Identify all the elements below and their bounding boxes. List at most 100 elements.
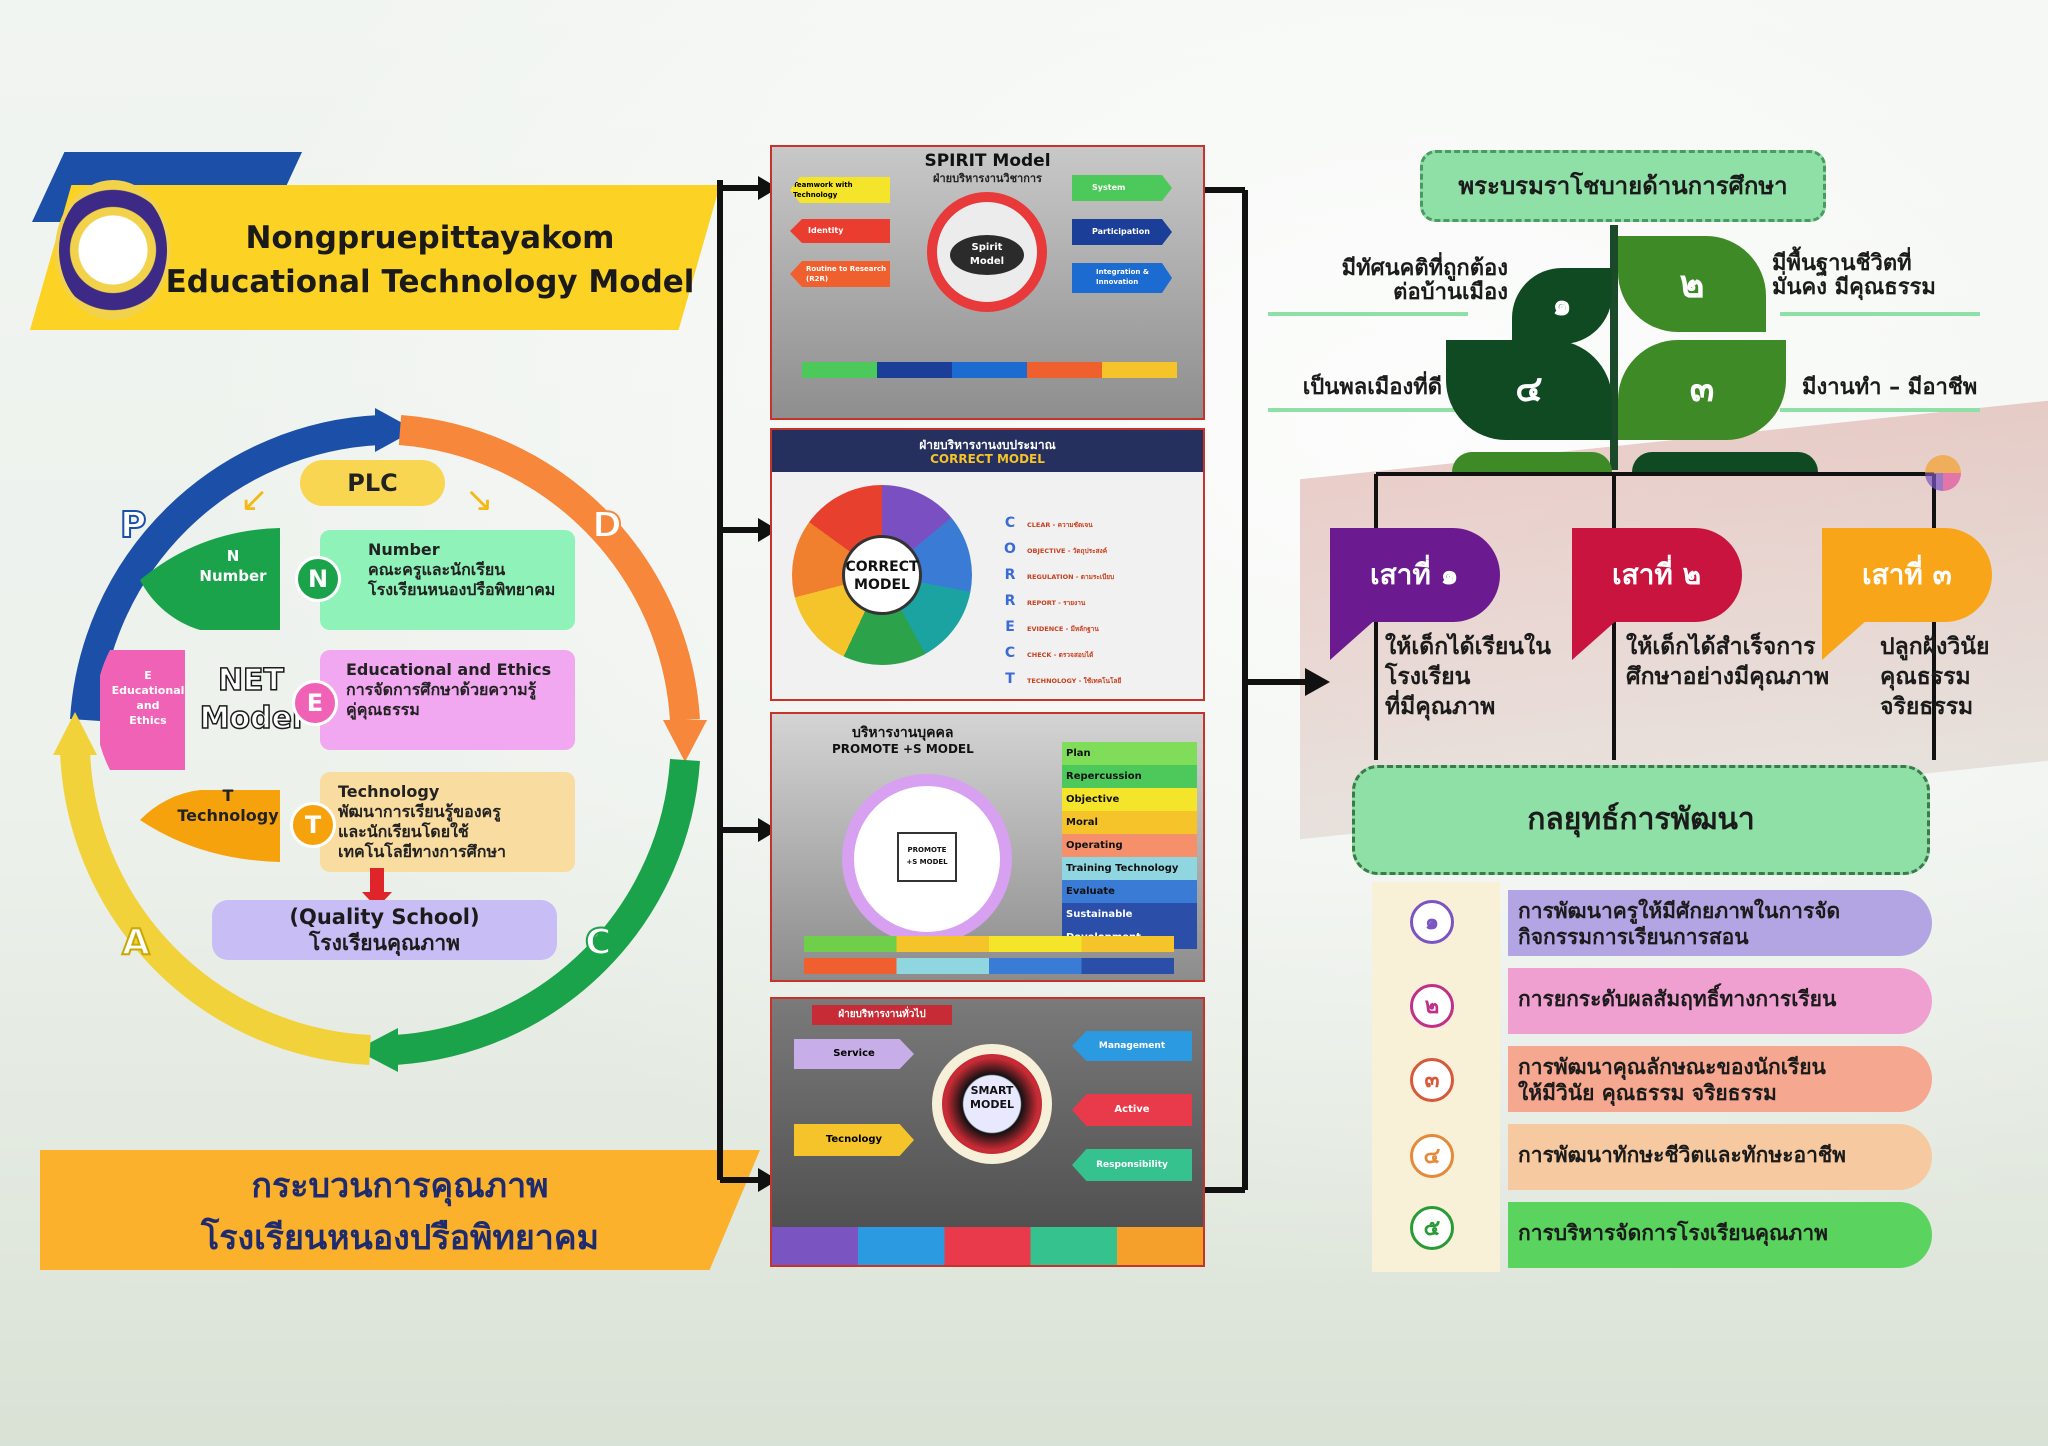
pillar-1-desc-3: ที่มีคุณภาพ bbox=[1385, 694, 1496, 720]
correct-center-1: CORRECT bbox=[845, 559, 919, 575]
correct-letter-4: R bbox=[1004, 593, 1016, 609]
promote-model-card: บริหารงานบุคคล PROMOTE +S MODEL PROMOTE … bbox=[770, 712, 1205, 982]
spirit-center-1: Spirit bbox=[971, 242, 1003, 253]
smart-item-responsibility: Responsibility bbox=[1072, 1149, 1192, 1181]
leaf-3: ๓ bbox=[1618, 340, 1786, 440]
pillar-3-desc-2: คุณธรรม bbox=[1880, 664, 1971, 690]
promote-center-2: +S MODEL bbox=[906, 858, 948, 866]
promote-strip-1 bbox=[804, 936, 1174, 952]
spirit-item-2: Identity bbox=[790, 219, 890, 243]
title-line2: Educational Technology Model bbox=[165, 264, 695, 300]
pillar-3-desc-3: จริยธรรม bbox=[1880, 694, 1974, 720]
pillar-1-desc-2: โรงเรียน bbox=[1385, 664, 1471, 690]
smart-bottom-strip bbox=[772, 1227, 1203, 1265]
promote-item-7: Evaluate bbox=[1062, 880, 1197, 903]
correct-center: CORRECT MODEL bbox=[842, 535, 922, 615]
leaf-1-label: มีทัศนคติที่ถูกต้อง ต่อบ้านเมือง bbox=[1318, 257, 1508, 305]
promote-item-3: Objective bbox=[1062, 788, 1197, 811]
pillar-2: เสาที่ ๒ bbox=[1572, 528, 1742, 622]
correct-items: CLEAR - ความชัดเจน OBJECTIVE - วัตถุประส… bbox=[1027, 512, 1197, 694]
pdca-arc-d bbox=[398, 415, 700, 721]
net-model-center: NET Model bbox=[196, 662, 306, 738]
smart-item-active: Active bbox=[1072, 1094, 1192, 1126]
pdca-label-c: C bbox=[584, 921, 612, 964]
strategy-num-2: ๒ bbox=[1410, 984, 1454, 1028]
segment-e-text3: Ethics bbox=[129, 714, 167, 727]
down-arrow-stem bbox=[370, 868, 384, 896]
box-educational-title: Educational and Ethics bbox=[346, 660, 552, 679]
spirit-item-5: Participation bbox=[1072, 219, 1172, 245]
promote-subtitle: PROMOTE +S MODEL bbox=[832, 742, 974, 756]
promote-item-2: Repercussion bbox=[1062, 765, 1197, 788]
pillar-3: เสาที่ ๓ bbox=[1822, 528, 1992, 622]
promote-item-6: Training Technology bbox=[1062, 857, 1197, 880]
correct-item-4: REPORT - รายงาน bbox=[1027, 599, 1086, 607]
letter-e-badge: E bbox=[292, 680, 338, 726]
plc-arrow-right-icon: ↘ bbox=[465, 480, 494, 520]
pdca-arc-a bbox=[60, 749, 371, 1065]
net-center-line1: NET bbox=[217, 662, 285, 699]
promote-title: บริหารงานบุคคล bbox=[852, 725, 954, 741]
pdca-arrow-c bbox=[356, 1028, 398, 1072]
pillar-2-desc: ให้เด็กได้สำเร็จการ ศึกษาอย่างมีคุณภาพ bbox=[1626, 632, 1856, 692]
box-educational: Educational and Ethics การจัดการศึกษาด้ว… bbox=[320, 650, 575, 750]
pillar-3-desc: ปลูกฝังวินัย คุณธรรม จริยธรรม bbox=[1880, 632, 2030, 722]
pdca-cycle bbox=[53, 408, 707, 1072]
box-number-desc1: คณะครูและนักเรียน bbox=[368, 560, 506, 579]
box-number-desc2: โรงเรียนหนองปรือพิทยาคม bbox=[368, 580, 556, 599]
box-number: Number คณะครูและนักเรียน โรงเรียนหนองปรื… bbox=[320, 530, 575, 630]
quality-school-en: (Quality School) bbox=[289, 905, 480, 929]
smart-item-service: Service bbox=[794, 1039, 914, 1069]
leaf-6-partial bbox=[1632, 452, 1818, 472]
segment-e-label: E Educational and Ethics bbox=[104, 668, 192, 728]
strategy-item-5: การบริหารจัดการโรงเรียนคุณภาพ bbox=[1508, 1202, 1932, 1268]
correct-letter-6: C bbox=[1004, 645, 1016, 661]
strategy-num-5: ๕ bbox=[1410, 1206, 1454, 1250]
net-segment-e bbox=[100, 650, 185, 770]
pillar-3-desc-1: ปลูกฝังวินัย bbox=[1880, 634, 1990, 660]
leaf-2-label-1: มีพื้นฐานชีวิตที่ bbox=[1772, 251, 1912, 276]
box-educational-desc1: การจัดการศึกษาด้วยความรู้ bbox=[346, 680, 537, 699]
box-technology-title: Technology bbox=[338, 782, 440, 801]
pillar-1-desc-1: ให้เด็กได้เรียนใน bbox=[1385, 634, 1551, 660]
spirit-model-card: SPIRIT Model ฝ่ายบริหารงานวิชาการ Spirit… bbox=[770, 145, 1205, 420]
leaf-1-label-2: ต่อบ้านเมือง bbox=[1393, 280, 1508, 305]
strategy-item-4: การพัฒนาทักษะชีวิตและทักษะอาชีพ bbox=[1508, 1124, 1932, 1190]
pdca-arrow-d bbox=[663, 720, 707, 762]
strategy-title: กลยุทธ์การพัฒนา bbox=[1352, 765, 1930, 875]
pillar-1-tail bbox=[1330, 620, 1375, 660]
spirit-item-3: Routine to Research (R2R) bbox=[790, 261, 890, 287]
pillar-2-desc-1: ให้เด็กได้สำเร็จการ bbox=[1626, 634, 1816, 660]
pillar-1-desc: ให้เด็กได้เรียนใน โรงเรียน ที่มีคุณภาพ bbox=[1385, 632, 1585, 722]
pdca-label-d: D bbox=[591, 504, 623, 547]
correct-letter-2: O bbox=[1004, 541, 1016, 557]
leaf-line-4 bbox=[1268, 408, 1458, 412]
pdca-arc-p bbox=[70, 415, 381, 721]
promote-item-5: Operating bbox=[1062, 834, 1197, 857]
strategy-item-3: การพัฒนาคุณลักษณะของนักเรียน ให้มีวินัย … bbox=[1508, 1046, 1932, 1112]
leaf-line-3 bbox=[1780, 408, 1980, 412]
spirit-subtitle: ฝ่ายบริหารงานวิชาการ bbox=[933, 172, 1042, 185]
leaf-4: ๔ bbox=[1446, 340, 1612, 440]
quality-process-line1: กระบวนการคุณภาพ bbox=[251, 1166, 549, 1206]
correct-subtitle: CORRECT MODEL bbox=[930, 452, 1045, 466]
correct-item-5: EVIDENCE - มีหลักฐาน bbox=[1027, 625, 1099, 633]
spirit-item-6: Integration & Innovation bbox=[1072, 263, 1172, 293]
box-technology: Technology พัฒนาการเรียนรู้ของครู และนัก… bbox=[320, 772, 575, 872]
correct-item-2: OBJECTIVE - วัตถุประสงค์ bbox=[1027, 547, 1108, 555]
correct-letter-3: R bbox=[1004, 567, 1016, 583]
strategy-item-3-line2: ให้มีวินัย คุณธรรม จริยธรรม bbox=[1518, 1081, 1777, 1105]
correct-model-card: ฝ่ายบริหารงานงบประมาณ CORRECT MODEL CORR… bbox=[770, 428, 1205, 701]
strategy-item-1-line1: การพัฒนาครูให้มีศักยภาพในการจัด bbox=[1518, 899, 1841, 923]
page-title: Nongpruepittayakom Educational Technolog… bbox=[150, 216, 710, 304]
pillar-2-tail bbox=[1572, 620, 1617, 660]
segment-t-label: T Technology bbox=[176, 786, 280, 826]
segment-t-letter: T bbox=[222, 786, 234, 805]
tree-trunk bbox=[1610, 225, 1618, 470]
smart-item-management: Management bbox=[1072, 1031, 1192, 1061]
box-educational-desc2: คู่คุณธรรม bbox=[346, 700, 420, 719]
plc-badge: PLC bbox=[300, 460, 445, 506]
quality-process-banner bbox=[40, 1150, 760, 1270]
net-segment-n bbox=[140, 528, 280, 630]
correct-letter-1: C bbox=[1004, 515, 1016, 531]
